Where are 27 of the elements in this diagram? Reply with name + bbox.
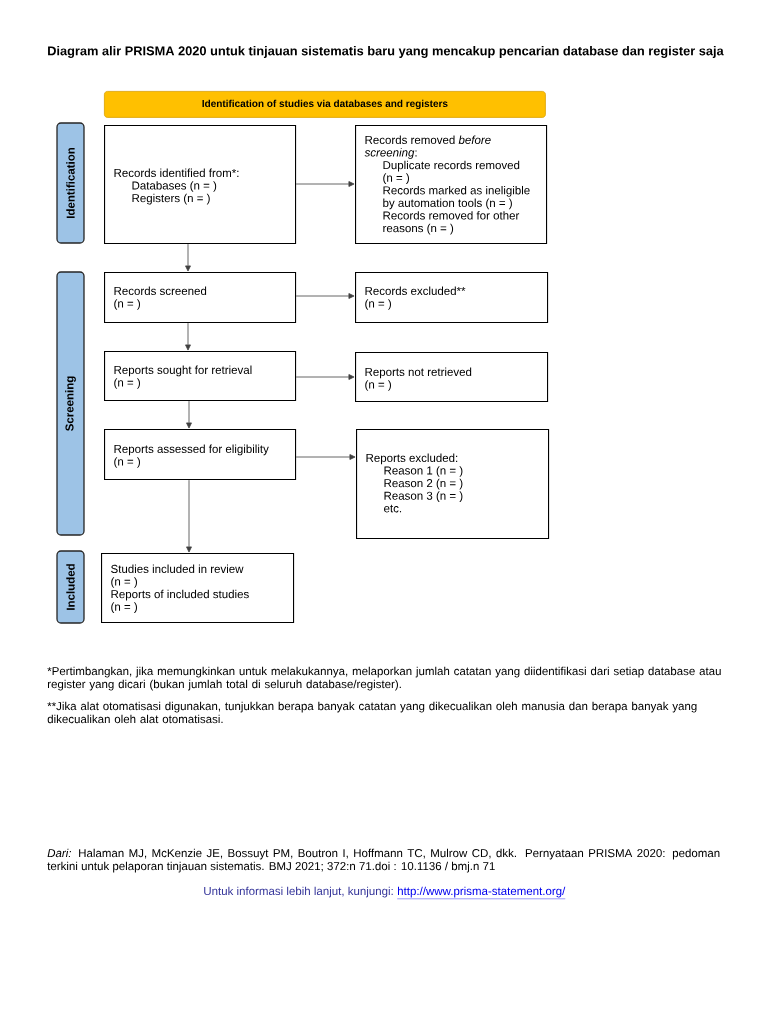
- process-box: Records excluded** (n = ): [355, 272, 549, 324]
- citation: Dari: Halaman MJ, McKenzie JE, Bossuyt PM, Boutron I, Hoffmann TC, Mulrow CD, dkk. Pernyataan PRISMA 2020: pedoman terkini untuk pelaporan tinjauan sistematis. BMJ 2021; 372:n 71.doi : 10.1136 / bmj.n 71: [47, 848, 720, 873]
- info-text: Untuk informasi lebih lanjut, kunjungi:: [204, 886, 393, 898]
- arrow: [186, 400, 192, 429]
- process-box: Studies included in review (n = ) Reports of included studies (n = ): [101, 553, 295, 624]
- process-box: Reports not retrieved (n = ): [355, 352, 549, 403]
- arrow: [185, 243, 191, 272]
- footnote: **Jika alat otomatisasi digunakan, tunjukkan berapa banyak catatan yang dikecualikan oleh manusia dan berapa banyak yang dikecualikan oleh alat otomatisasi.: [47, 701, 697, 724]
- arrow: [185, 322, 191, 351]
- process-box: Records identified from*: Databases (n = ) Registers (n = ): [104, 125, 297, 245]
- process-box: Reports assessed for eligibility (n = ): [104, 429, 297, 481]
- process-box: Records removed before screening: Duplicate records removed (n = ) Records marked as ineligible by automation tools (n = ) Records removed for other reasons (n = ): [355, 125, 548, 245]
- process-box: Reports sought for retrieval (n = ): [104, 351, 297, 402]
- arrow: [186, 479, 192, 553]
- section-banner: Identification of studies via databases and registers: [104, 91, 546, 118]
- arrow: [295, 454, 356, 460]
- link: http://www.prisma-statement.org/: [397, 886, 566, 899]
- phase-sidebar: Included: [56, 550, 85, 624]
- phase-sidebar: Screening: [56, 271, 85, 536]
- arrow: [295, 374, 355, 380]
- process-box: Records screened (n = ): [104, 272, 297, 324]
- process-box: Reports excluded: Reason 1 (n = ) Reason 2 (n = ) Reason 3 (n = ) etc.: [356, 429, 550, 540]
- footnote: *Pertimbangkan, jika memungkinkan untuk melakukannya, melaporkan jumlah catatan yang diidentifikasi dari setiap database atau register yang dicari (bukan jumlah total di seluruh database/register).: [47, 666, 721, 691]
- arrow: [295, 293, 355, 299]
- title: Diagram alir PRISMA 2020 untuk tinjauan sistematis baru yang mencakup pencarian database dan register saja: [48, 46, 724, 58]
- phase-sidebar: Identification: [56, 122, 85, 244]
- arrow: [295, 181, 355, 187]
